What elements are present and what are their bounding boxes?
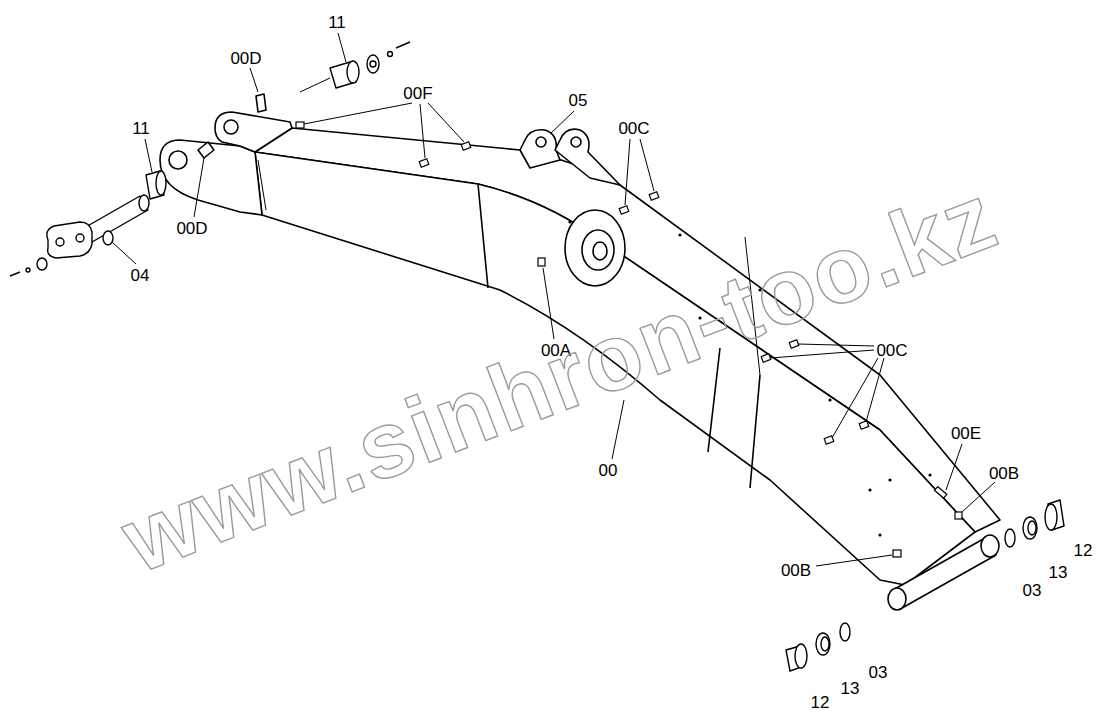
callout-number: 03 [869, 664, 888, 681]
callout-number: 13 [1049, 564, 1068, 581]
callout-number: 00E [951, 425, 981, 442]
callout-number: 05 [569, 92, 588, 109]
callout-number: 11 [132, 120, 150, 137]
callout-number: 00D [230, 50, 261, 67]
callout-number: 00B [989, 465, 1019, 482]
callout-number: 00B [781, 562, 811, 579]
callout-number: 00F [403, 85, 432, 102]
callout-number: 00C [876, 342, 907, 359]
callout-number: 00C [618, 120, 649, 137]
callout-number: 00D [176, 220, 207, 237]
callout-number: 12 [811, 694, 830, 711]
boom-foot [160, 94, 292, 215]
pin-assembly [10, 42, 410, 276]
tip-bushings [786, 500, 1064, 671]
callout-number: 04 [131, 267, 150, 284]
boom-bracket [520, 129, 620, 185]
callout-number: 11 [328, 14, 346, 31]
callout-number: 03 [1023, 582, 1042, 599]
callout-number: 12 [1074, 542, 1093, 559]
callout-number: 13 [841, 680, 860, 697]
callout-number: 00 [599, 462, 618, 479]
